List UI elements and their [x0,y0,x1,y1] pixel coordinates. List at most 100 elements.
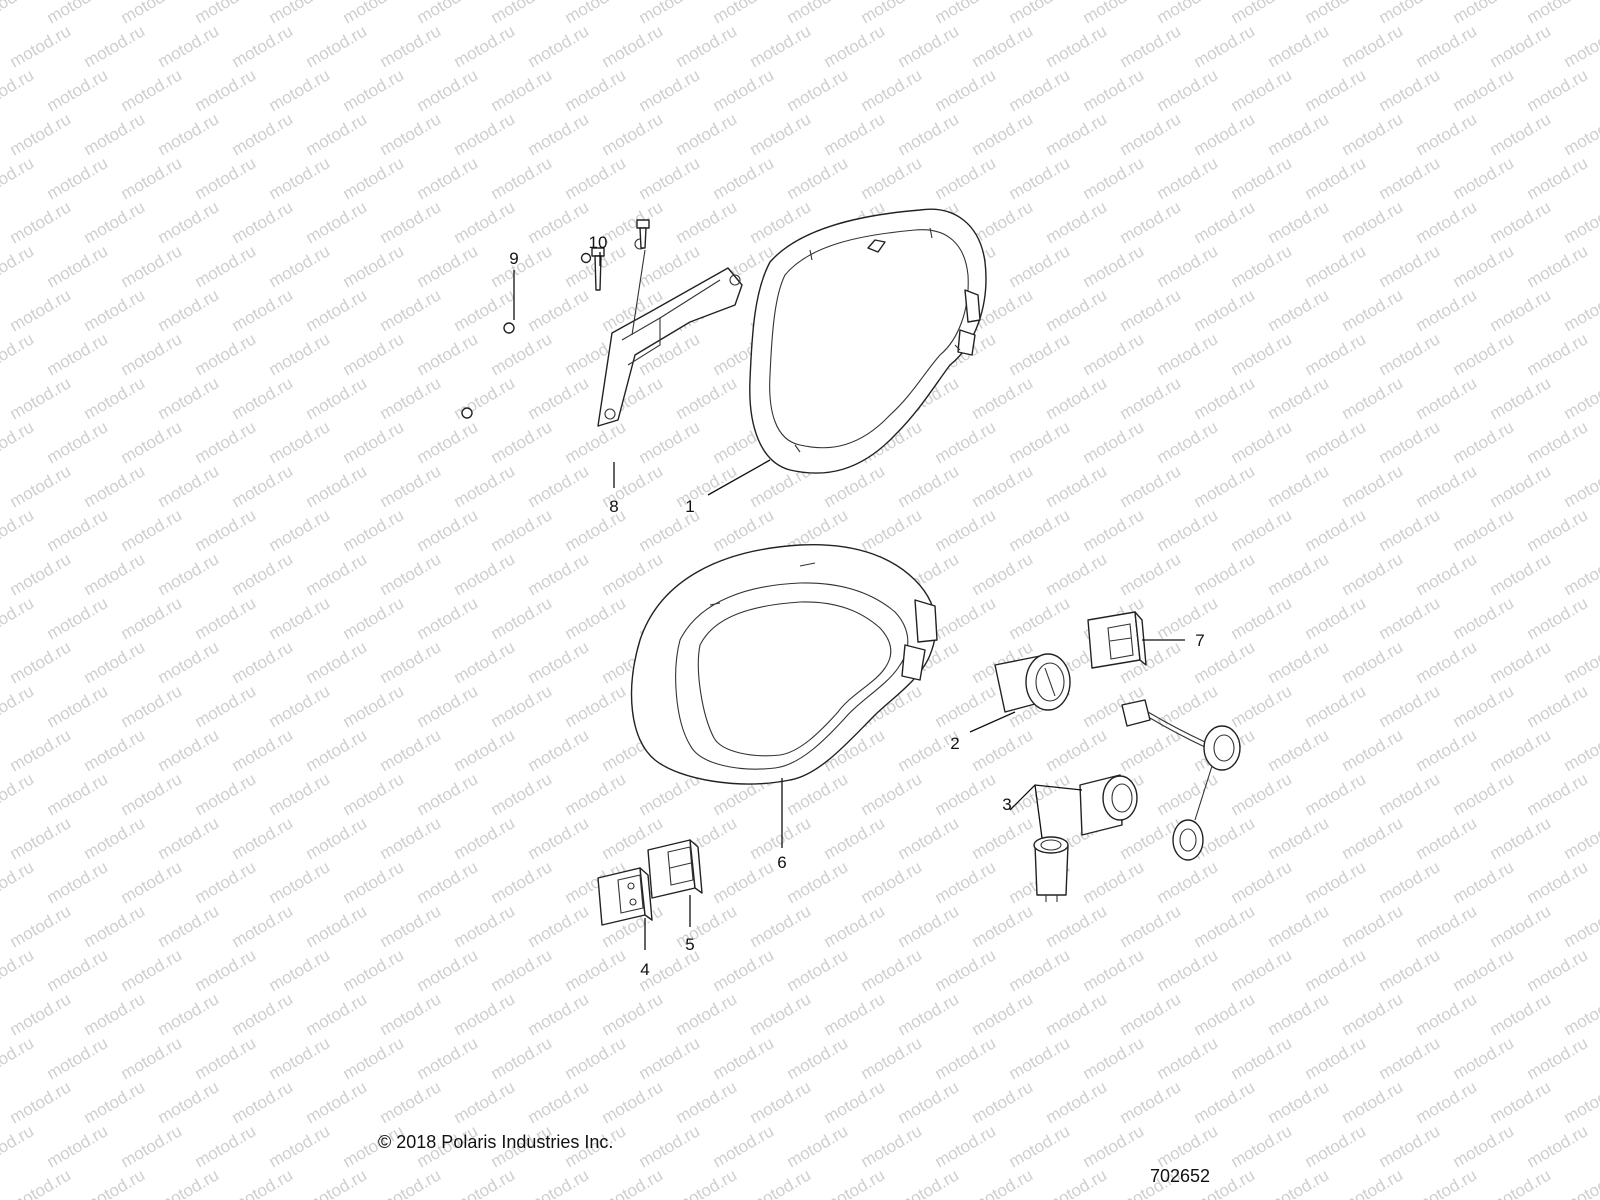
watermark-text: motod.ru [1080,65,1148,115]
watermark-text: motod.ru [81,373,149,423]
part-6-cluster-bezel [630,543,938,785]
part-9-fasteners [461,252,592,419]
watermark-text: motod.ru [7,197,75,247]
watermark-text: motod.ru [1487,109,1555,159]
watermark-text: motod.ru [118,153,186,203]
watermark-text: motod.ru [7,1077,75,1127]
watermark-text: motod.ru [1339,1077,1407,1127]
watermark-text: motod.ru [44,945,112,995]
watermark-text: motod.ru [1339,461,1407,511]
watermark-text: motod.ru [858,0,926,27]
watermark-text: motod.ru [710,945,778,995]
watermark-text: motod.ru [1339,725,1407,775]
watermark-text: motod.ru [858,945,926,995]
watermark-text: motod.ru [1339,197,1407,247]
watermark-text: motod.ru [932,1121,1000,1171]
watermark-text: motod.ru [1154,1033,1222,1083]
watermark-text: motod.ru [303,285,371,335]
watermark-text: motod.ru [525,1165,593,1200]
watermark-text: motod.ru [562,505,630,555]
watermark-text: motod.ru [932,1033,1000,1083]
watermark-text: motod.ru [1413,637,1481,687]
watermark-text: motod.ru [1043,21,1111,71]
watermark-text: motod.ru [340,593,408,643]
watermark-text: motod.ru [1154,0,1222,27]
watermark-text: motod.ru [1191,21,1259,71]
watermark-text: motod.ru [1117,373,1185,423]
watermark-text: motod.ru [1228,417,1296,467]
watermark-text: motod.ru [81,1165,149,1200]
watermark-text: motod.ru [1043,1165,1111,1200]
watermark-text: motod.ru [1450,153,1518,203]
watermark-text: motod.ru [1524,769,1592,819]
watermark-text: motod.ru [7,989,75,1039]
watermark-text: motod.ru [44,329,112,379]
watermark-text: motod.ru [1006,1033,1074,1083]
watermark-text: motod.ru [340,857,408,907]
watermark-text: motod.ru [488,945,556,995]
watermark-text: motod.ru [1376,1121,1444,1171]
watermark-text: motod.ru [1043,373,1111,423]
watermark-text: motod.ru [81,461,149,511]
watermark-text: motod.ru [81,637,149,687]
watermark-text: motod.ru [1117,461,1185,511]
watermark-text: motod.ru [525,21,593,71]
watermark-text: motod.ru [303,549,371,599]
watermark-text: motod.ru [1561,901,1600,951]
watermark-text: motod.ru [266,417,334,467]
watermark-text: motod.ru [192,417,260,467]
watermark-text: motod.ru [266,769,334,819]
watermark-text: motod.ru [1080,417,1148,467]
watermark-text: motod.ru [1413,1077,1481,1127]
watermark-text: motod.ru [192,681,260,731]
watermark-text: motod.ru [44,241,112,291]
watermark-text: motod.ru [451,725,519,775]
part-7-rocker-switch [1087,611,1147,669]
watermark-text: motod.ru [599,989,667,1039]
watermark-text: motod.ru [414,945,482,995]
watermark-text: motod.ru [1450,505,1518,555]
watermark-text: motod.ru [932,153,1000,203]
watermark-text: motod.ru [1302,153,1370,203]
watermark-text: motod.ru [303,637,371,687]
watermark-text: motod.ru [1413,549,1481,599]
watermark-text: motod.ru [1302,65,1370,115]
watermark-text: motod.ru [1191,285,1259,335]
watermark-text: motod.ru [673,1165,741,1200]
watermark-text: motod.ru [488,241,556,291]
watermark-text: motod.ru [673,461,741,511]
watermark-text: motod.ru [1487,1077,1555,1127]
watermark-text: motod.ru [784,1033,852,1083]
watermark-text: motod.ru [1561,549,1600,599]
watermark-text: motod.ru [1524,681,1592,731]
watermark-text: motod.ru [673,373,741,423]
watermark-text: motod.ru [1376,945,1444,995]
watermark-text: motod.ru [599,1165,667,1200]
watermark-text: motod.ru [1117,197,1185,247]
watermark-text: motod.ru [1228,0,1296,27]
watermark-text: motod.ru [488,153,556,203]
watermark-text: motod.ru [1561,637,1600,687]
watermark-text: motod.ru [303,109,371,159]
part-4-rocker-switch [597,867,653,926]
watermark-text: motod.ru [7,285,75,335]
watermark-text: motod.ru [155,549,223,599]
watermark-text: motod.ru [340,65,408,115]
watermark-text: motod.ru [969,461,1037,511]
watermark-text: motod.ru [1265,109,1333,159]
watermark-text: motod.ru [451,549,519,599]
watermark-text: motod.ru [1413,461,1481,511]
watermark-text: motod.ru [1376,153,1444,203]
watermark-text: motod.ru [1339,373,1407,423]
watermark-text: motod.ru [44,1033,112,1083]
watermark-text: motod.ru [340,417,408,467]
watermark-text: motod.ru [1302,505,1370,555]
watermark-text: motod.ru [1561,109,1600,159]
watermark-text: motod.ru [0,945,37,995]
watermark-text: motod.ru [1006,945,1074,995]
watermark-text: motod.ru [1080,241,1148,291]
watermark-text: motod.ru [1154,1121,1222,1171]
watermark-text: motod.ru [525,461,593,511]
watermark-text: motod.ru [229,285,297,335]
part-8-bracket [597,238,743,427]
